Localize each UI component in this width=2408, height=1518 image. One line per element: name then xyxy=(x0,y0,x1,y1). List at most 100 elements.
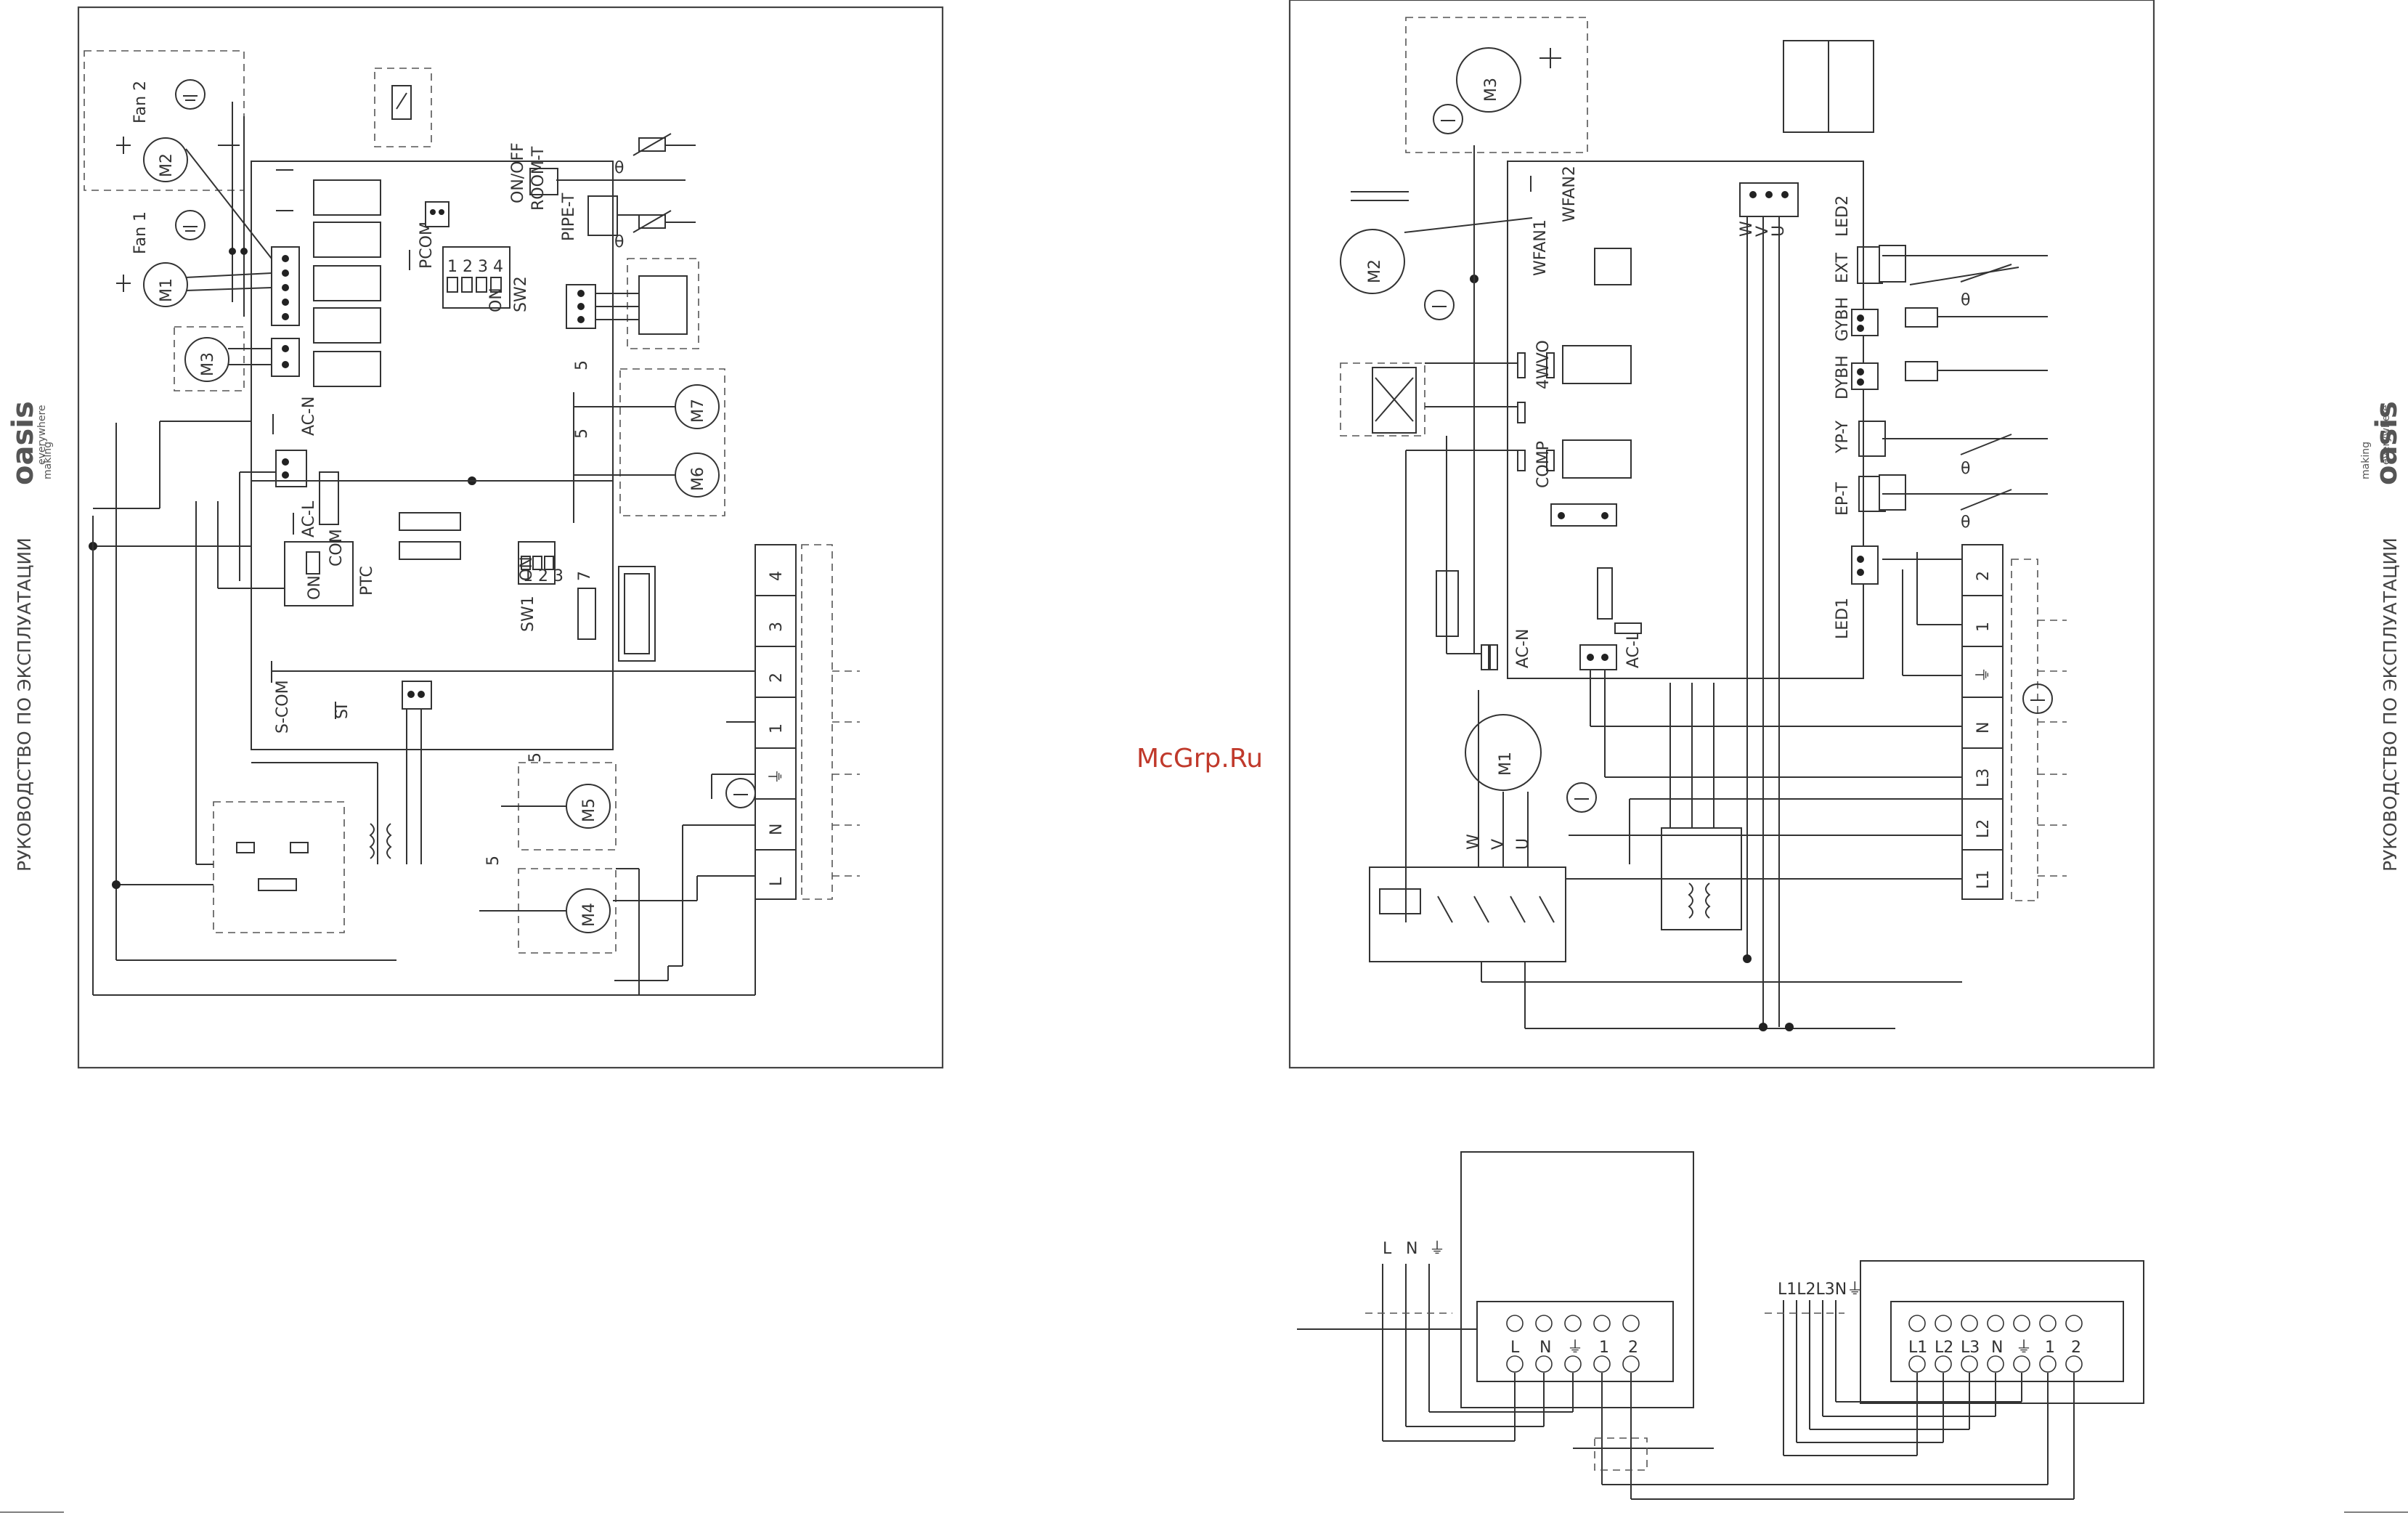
comp-label: COMP xyxy=(1534,441,1553,488)
motor-m4-label: M4 xyxy=(580,903,598,927)
pcom-label: PCOM xyxy=(418,222,436,269)
ou-term-1: 1 xyxy=(2045,1339,2055,1357)
indoor-unit-diagram: Fan 2 M2 Fan 1 M1 M3 AC-N AC-L xyxy=(77,6,944,1069)
indoor-screw-row-top xyxy=(1506,1315,1640,1373)
4wvo-relay xyxy=(1562,345,1632,384)
outdoor-control-board xyxy=(1507,161,1864,679)
relay-connector xyxy=(425,201,450,227)
outdoor-unit-diagram: M3 M2 WFAN1 WFAN2 4WVO COMP xyxy=(1288,0,2155,1069)
connector-b xyxy=(399,541,461,560)
indoor-control-board xyxy=(251,161,614,750)
ou-term-n: N xyxy=(1991,1339,2003,1357)
iu-term-1: 1 xyxy=(1599,1339,1609,1357)
outdoor-terminal-strip xyxy=(1890,1301,2124,1382)
display-module xyxy=(627,258,699,349)
outdoor-diagram-frame xyxy=(1288,0,2155,1069)
ground-icon xyxy=(1566,782,1597,813)
outdoor-terminal-block: L1 L2 L3 N ⏚ 1 2 xyxy=(1961,544,2067,901)
motor-m3 xyxy=(184,337,229,382)
terminal-n: N xyxy=(768,824,786,835)
fan2-motor xyxy=(143,137,188,182)
wire-5-c: 5 xyxy=(526,752,545,763)
out-terminal-n: N xyxy=(1974,722,1993,734)
ptc-com-label: COM xyxy=(328,529,346,567)
ou-term-ground: ⏚ xyxy=(2016,1339,2032,1357)
watermark: McGrp.Ru xyxy=(1136,744,1263,774)
ptc-label: PTC xyxy=(358,566,376,596)
motor-m5-label: M5 xyxy=(580,798,598,822)
ground-icon xyxy=(1424,290,1455,320)
room-t-connector xyxy=(529,168,558,195)
motor-m3-label: M3 xyxy=(199,352,217,376)
supply-n-label: N xyxy=(1406,1240,1417,1258)
ou-term-l2: L2 xyxy=(1935,1339,1953,1357)
on-off-label: ON/OFF xyxy=(509,142,527,203)
out-terminal-l1: L1 xyxy=(1974,870,1993,889)
si-connector xyxy=(402,681,432,710)
relay-module xyxy=(374,68,432,147)
interconnection-diagram: L N ⏚ 1 2 L N ⏚ L1 L2 L3 N ⏚ 1 2 L1L2L3N… xyxy=(1297,1151,2144,1500)
indoor-diagram-frame xyxy=(77,6,944,1069)
motor-m7-label: M7 xyxy=(689,399,707,423)
transformer-coil xyxy=(369,823,392,859)
outdoor-transformer-coil xyxy=(1688,882,1711,919)
led1-label: LED1 xyxy=(1834,598,1852,639)
motor-w-label: W xyxy=(1465,834,1483,850)
wfan2-label: WFAN2 xyxy=(1561,166,1579,222)
out-terminal-ground: ⏚ xyxy=(1974,667,1993,683)
brand-top-right: making xyxy=(2360,442,2372,479)
terminal-2: 2 xyxy=(768,673,786,683)
indoor-wiring xyxy=(89,102,756,996)
wire-5-b: 5 xyxy=(573,429,591,439)
sw2-numbers: 1 2 3 4 xyxy=(447,258,503,276)
out-terminal-l2: L2 xyxy=(1974,819,1993,838)
motor-u-label: U xyxy=(1514,838,1532,850)
iu-term-l: L xyxy=(1510,1339,1520,1357)
supply-l-label: L xyxy=(1383,1240,1392,1258)
led1-connector xyxy=(1851,545,1879,585)
comp-relay xyxy=(1562,439,1632,479)
left-margin: РУКОВОДСТВО ПО ЭКСПЛУАТАЦИИ making oasis… xyxy=(0,401,64,1513)
fan1-label: Fan 1 xyxy=(131,211,150,254)
brand-bottom-left: everywhere xyxy=(36,405,48,465)
theta-yp: θ xyxy=(1961,460,1970,478)
ac-connector xyxy=(1579,644,1617,670)
pipe-t-label: PIPE-T xyxy=(560,192,578,241)
ground-icon xyxy=(1433,104,1463,134)
interconnect-cable-marker xyxy=(1594,1437,1648,1471)
indoor-terminal-strip xyxy=(1476,1301,1674,1382)
si-label: SI xyxy=(333,705,351,719)
dybh-switch xyxy=(1905,361,1938,381)
uvw-connector xyxy=(1739,182,1799,217)
fan2-label: Fan 2 xyxy=(131,81,150,123)
sw2-label: SW2 xyxy=(512,276,530,312)
dybh-connector xyxy=(1851,362,1879,390)
indoor-terminal-block: L N ⏚ 1 2 3 4 xyxy=(754,544,860,900)
wire-7: 7 xyxy=(576,571,594,581)
gybh-connector xyxy=(1851,309,1879,336)
indoor-terminal-housing xyxy=(1460,1151,1694,1408)
relay-column xyxy=(276,169,381,387)
motor-m6-label: M6 xyxy=(689,467,707,491)
outdoor-screw-row xyxy=(1908,1315,2083,1373)
fan1-motor xyxy=(143,262,188,307)
ou-term-l3: L3 xyxy=(1961,1339,1980,1357)
brand-logo-right: oasis xyxy=(2370,401,2404,485)
sw1-dip-switch xyxy=(518,541,556,585)
out-terminal-2: 2 xyxy=(1974,571,1993,581)
connector-7 xyxy=(577,588,596,640)
4way-valve-block xyxy=(1340,362,1425,437)
gybh-label: GYBH xyxy=(1834,297,1852,341)
wire-5-d: 5 xyxy=(484,856,503,866)
right-margin: РУКОВОДСТВО ПО ЭКСПЛУАТАЦИИ making oasis… xyxy=(2344,401,2408,1513)
supply-ground-label: ⏚ xyxy=(1429,1240,1445,1258)
ou-term-2: 2 xyxy=(2071,1339,2081,1357)
outdoor-ac-n-label: AC-N xyxy=(1514,629,1532,668)
outdoor-motor-m3 xyxy=(1456,47,1521,113)
iu-term-n: N xyxy=(1539,1339,1551,1357)
outdoor-motor-m2 xyxy=(1340,229,1405,294)
sw1-on-label: ON xyxy=(518,556,536,581)
sw1-numbers: 1 2 3 xyxy=(523,567,564,585)
outdoor-terminal-housing xyxy=(1860,1260,2144,1404)
